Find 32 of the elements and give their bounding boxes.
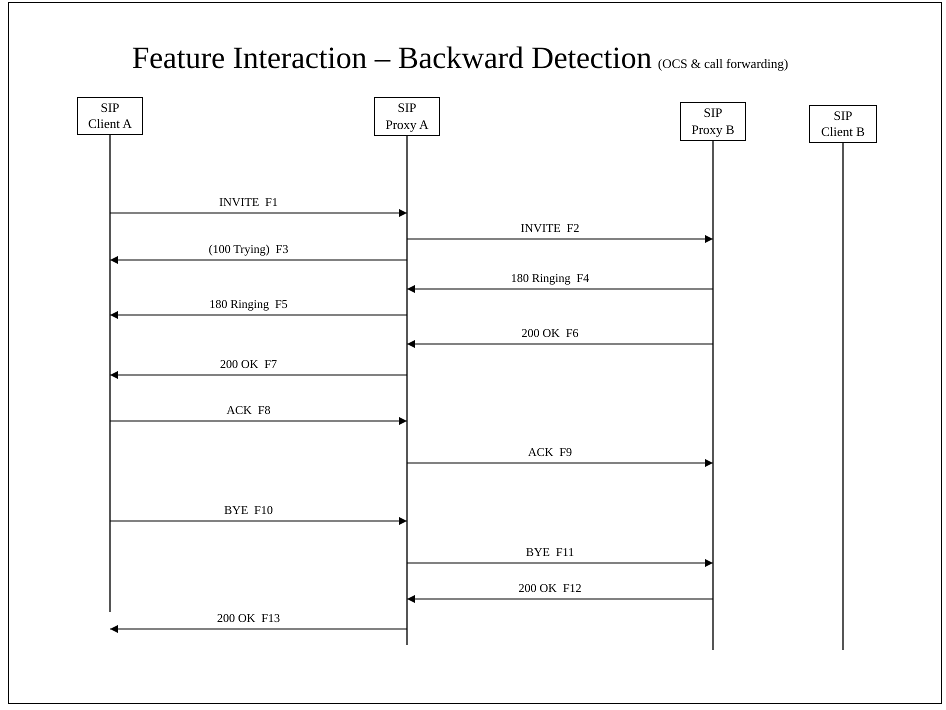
message-arrow [110,371,408,379]
subtitle: (OCS & call forwarding) [658,56,788,72]
message-label: INVITE F1 [219,196,278,208]
message-arrow [110,209,408,217]
message-label: 200 OK F13 [217,612,280,624]
message-label: (100 Trying) F3 [208,243,288,255]
message-arrow [110,256,408,264]
message-label: 200 OK F6 [522,327,578,339]
title: Feature Interaction – Backward Detection [132,40,652,76]
message-arrow [406,285,714,293]
participant-box: SIP Client B [809,105,877,143]
message-label: 200 OK F7 [220,358,277,370]
message-arrow [406,459,714,467]
participant-box: SIP Proxy A [374,97,440,136]
participant-box: SIP Client A [77,97,143,135]
message-label: 180 Ringing F4 [510,272,590,284]
message-arrow [406,340,714,348]
message-arrow [110,417,408,425]
message-label: INVITE F2 [520,222,580,234]
message-label: ACK F8 [226,404,270,416]
message-label: 180 Ringing F5 [209,298,288,310]
message-label: BYE F11 [526,546,574,558]
message-arrow [110,517,408,525]
message-arrow [110,311,408,319]
message-arrow [110,625,408,633]
message-arrow [406,559,714,567]
message-label: ACK F9 [528,446,572,458]
message-arrow [406,595,714,603]
message-label: BYE F10 [224,504,273,516]
message-arrow [406,235,714,243]
message-label: 200 OK F12 [518,582,582,594]
participant-box: SIP Proxy B [680,102,746,141]
